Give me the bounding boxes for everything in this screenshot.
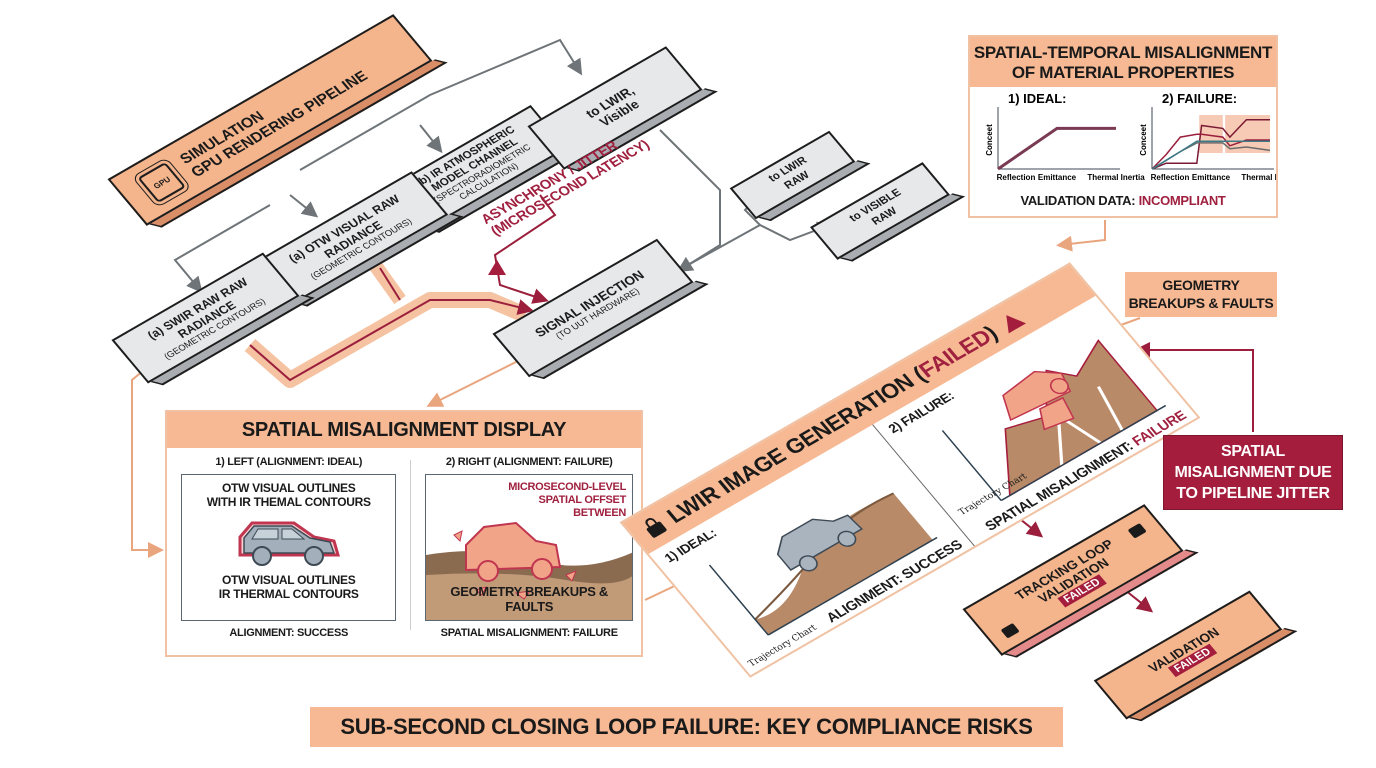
wire-gpu-to-swir [173,204,271,294]
geometry-line1: GEOMETRY [1162,277,1240,293]
signal-path-crimson [249,299,534,382]
x-tick-label: Reflection [1151,173,1190,182]
jitter-cause-line1: SPATIAL [1221,443,1285,460]
failure-trajectory-illustration [941,339,1166,502]
left-caption: ALIGNMENT: SUCCESS [229,627,349,639]
spatial-left-column: 1) LEFT (ALIGNMENT: IDEAL) OTW VISUAL OU… [181,456,397,639]
wire-injection-to-display [426,359,521,407]
ideal-car-icon [776,514,864,572]
y-axis-label: Conceet [1139,124,1148,156]
lwir-image-generation-panel: LWIR IMAGE GENERATION (FAILED) 1) IDEAL: [619,262,1201,678]
lock-icon [1000,622,1020,639]
x-tick-label: Emittance [1192,173,1231,182]
right-ground-text: GEOMETRY BREAKUPS & FAULTS [450,584,608,614]
y-axis-label: Conceet [985,124,994,156]
validation-data-status: INCOMPLIANT [1138,193,1226,208]
material-properties-panel: SPATIAL-TEMPORAL MISALIGNMENT OF MATERIA… [968,35,1278,218]
right-frame: MICROSECOND-LEVEL SPATIAL OFFSET BETWEEN… [425,474,633,621]
left-header: 1) LEFT (ALIGNMENT: IDEAL) [215,456,363,468]
right-caption: SPATIAL MISALIGNMENT: FAILURE [440,627,618,639]
geometry-line2: BREAKUPS & FAULTS [1128,295,1274,311]
series-line-ideal [997,126,1116,171]
jitter-cause-line2: MISALIGNMENT DUE [1174,464,1332,481]
right-note-3: BETWEEN [573,507,626,519]
wire-lwir-visible-to-injection [659,129,721,273]
signal-stub-otw [379,267,401,301]
wire-tracking-to-validation [1124,589,1154,613]
chart-title: 1) IDEAL: [1008,91,1067,106]
x-tick-label: Reflection [997,173,1036,182]
x-tick-label: Thermal Inertia [1087,173,1145,182]
right-header: 2) RIGHT (ALIGNMENT: FAILURE) [445,456,613,468]
right-note-1: MICROSECOND-LEVEL [508,481,626,493]
geometry-breakups-callout: GEOMETRY BREAKUPS & FAULTS [1125,272,1277,317]
broken-car-icon [1001,371,1075,431]
wire-material-to-lwir [1056,220,1106,252]
jitter-path [493,194,557,304]
material-title-line1: SPATIAL-TEMPORAL MISALIGNMENT [973,43,1273,62]
lock-icon [1127,523,1147,539]
chart-title: 2) FAILURE: [1162,91,1237,106]
ideal-trajectory-illustration [708,492,938,636]
x-tick-label: Emittance [1038,173,1077,182]
spatial-misalignment-display: SPATIAL MISALIGNMENT DISPLAY 1) LEFT (AL… [165,410,643,657]
left-top-2: WITH IR THEMAL CONTOURS [206,495,371,509]
jitter-cause-callout: SPATIAL MISALIGNMENT DUE TO PIPELINE JIT… [1163,435,1343,510]
material-title-line2: OF MATERIAL PROPERTIES [1011,63,1235,82]
highlight-path-peach [244,292,529,388]
series-line-upper [1151,118,1270,170]
spatial-right-column: 2) RIGHT (ALIGNMENT: FAILURE) MICROSECON… [425,456,633,639]
wire-gpu-to-ir [419,124,443,154]
aligned-car-icon [238,521,340,566]
spatial-display-title: SPATIAL MISALIGNMENT DISPLAY [167,412,641,448]
gpu-icon-label: GPU [151,174,173,191]
footer-banner: SUB-SECOND CLOSING LOOP FAILURE: KEY COM… [310,707,1063,747]
wire-gpu-to-otw [289,194,319,218]
left-bottom-2: IR THERMAL CONTOURS [218,587,359,601]
broken-terrain-illustration [426,521,633,620]
wire-gpu-to-lwir-visible [299,38,583,171]
validation-data-label: VALIDATION DATA: [1020,193,1136,208]
series-line-teal [1151,140,1270,170]
wire-swir-to-display [131,364,164,558]
lock-icon [643,516,668,539]
right-note-2: SPATIAL OFFSET [538,494,627,506]
wire-jitter-cause-to-lwir [1134,342,1254,432]
broken-car-icon [453,521,578,600]
jitter-warning-triangle-icon [488,260,506,275]
left-bottom-1: OTW VISUAL OUTLINES [222,573,356,587]
left-frame: OTW VISUAL OUTLINES WITH IR THEMAL CONTO… [181,474,397,621]
left-top-1: OTW VISUAL OUTLINES [222,481,356,495]
lwir-ideal-section: 1) IDEAL: Trajectory Chart ALIGNMENT: SU… [648,424,975,676]
jitter-cause-line3: TO PIPELINE JITTER [1176,485,1330,502]
gpu-chip-icon: GPU [137,162,187,203]
lwir-failure-section: 2) FAILURE: Trajectory Chart SPATIAL MIS… [873,296,1198,546]
lwir-warning-triangle-icon [997,309,1027,333]
x-tick-label: Thermal Inertia [1241,173,1276,182]
